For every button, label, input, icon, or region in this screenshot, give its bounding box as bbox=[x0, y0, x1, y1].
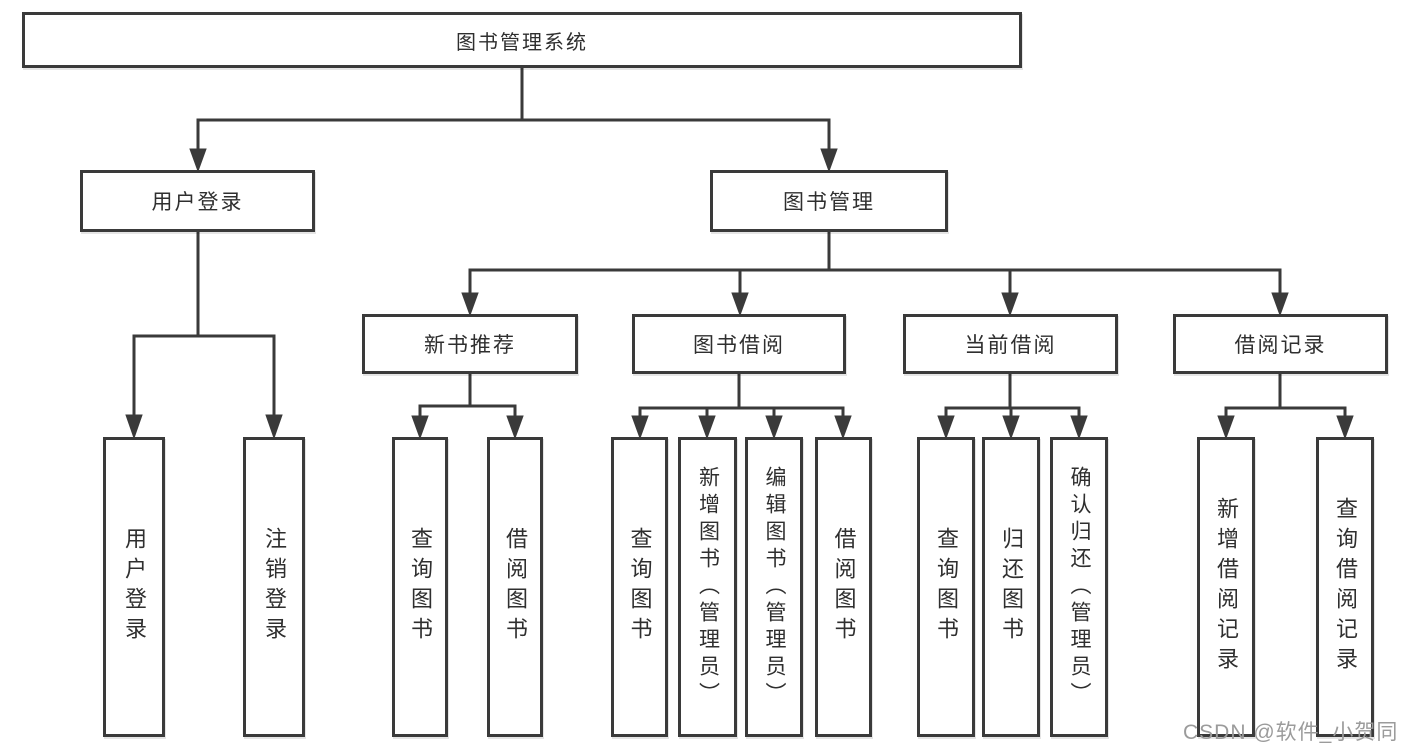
connector-group-root bbox=[189, 68, 838, 173]
connector-group-user-login bbox=[125, 232, 283, 440]
leaf-borrow-books-1: 借阅图书 bbox=[487, 437, 543, 737]
node-book-borrowing: 图书借阅 bbox=[632, 314, 846, 374]
node-book-management-system: 图书管理系统 bbox=[22, 12, 1022, 68]
node-current-borrowing: 当前借阅 bbox=[903, 314, 1118, 374]
leaf-edit-books-admin: 编辑图书（管理员） bbox=[745, 437, 803, 737]
node-user-login: 用户登录 bbox=[80, 170, 315, 232]
leaf-add-books-admin: 新增图书（管理员） bbox=[678, 437, 737, 737]
leaf-query-books-3: 查询图书 bbox=[917, 437, 975, 737]
connector-group-borrow-records bbox=[1217, 373, 1354, 440]
connector-group-book-mgmt bbox=[461, 232, 1289, 317]
connector-group-new-book-rec bbox=[411, 373, 524, 440]
leaf-confirm-return-admin: 确认归还（管理员） bbox=[1050, 437, 1108, 737]
leaf-borrow-books-2: 借阅图书 bbox=[815, 437, 872, 737]
node-borrowing-records: 借阅记录 bbox=[1173, 314, 1388, 374]
node-book-management: 图书管理 bbox=[710, 170, 948, 232]
leaf-query-borrow-record: 查询借阅记录 bbox=[1316, 437, 1374, 737]
leaf-logout: 注销登录 bbox=[243, 437, 305, 737]
leaf-query-books-2: 查询图书 bbox=[611, 437, 668, 737]
connector-group-current-borrow bbox=[937, 373, 1088, 440]
leaf-user-login: 用户登录 bbox=[103, 437, 165, 737]
connector-group-book-borrow bbox=[631, 373, 852, 440]
node-new-book-recommendation: 新书推荐 bbox=[362, 314, 578, 374]
leaf-query-books-1: 查询图书 bbox=[392, 437, 448, 737]
leaf-add-borrow-record: 新增借阅记录 bbox=[1197, 437, 1255, 737]
leaf-return-books: 归还图书 bbox=[982, 437, 1040, 737]
